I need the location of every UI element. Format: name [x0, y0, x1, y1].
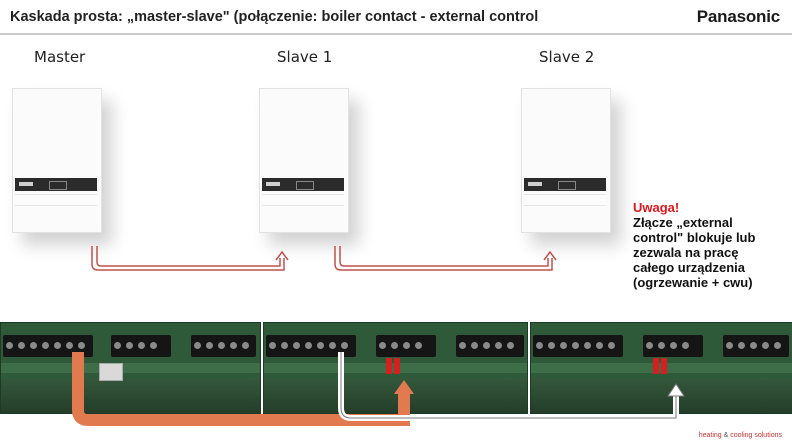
terminal-board-photo-1 — [0, 322, 261, 414]
header-divider — [0, 33, 792, 35]
master-to-slave1-wire-icon — [72, 352, 414, 426]
slide-title: Kaskada prosta: „master-slave" (połączen… — [10, 9, 539, 25]
master-label: Master — [34, 48, 86, 66]
warning-heading: Uwaga! — [633, 200, 680, 215]
warning-text: Złącze „external control" blokuje lub ze… — [633, 215, 756, 290]
terminal-board-photo-2 — [263, 322, 528, 414]
slave-2-label: Slave 2 — [539, 48, 595, 66]
terminal-board-photo-3 — [530, 322, 792, 414]
slave-2-boiler-icon — [521, 88, 611, 233]
footer-tagline: heating & cooling solutions — [698, 432, 782, 439]
master-to-slave1-arrow-icon — [91, 246, 289, 271]
slave1-to-slave2-wire-icon — [338, 352, 685, 421]
slave-1-label: Slave 1 — [277, 48, 333, 66]
master-boiler-icon — [12, 88, 102, 233]
slave1-to-slave2-arrow-icon — [334, 246, 557, 271]
warning-note: Uwaga! Złącze „external control" blokuje… — [633, 200, 783, 290]
brand-logo: Panasonic — [696, 7, 780, 26]
slave-1-boiler-icon — [259, 88, 349, 233]
